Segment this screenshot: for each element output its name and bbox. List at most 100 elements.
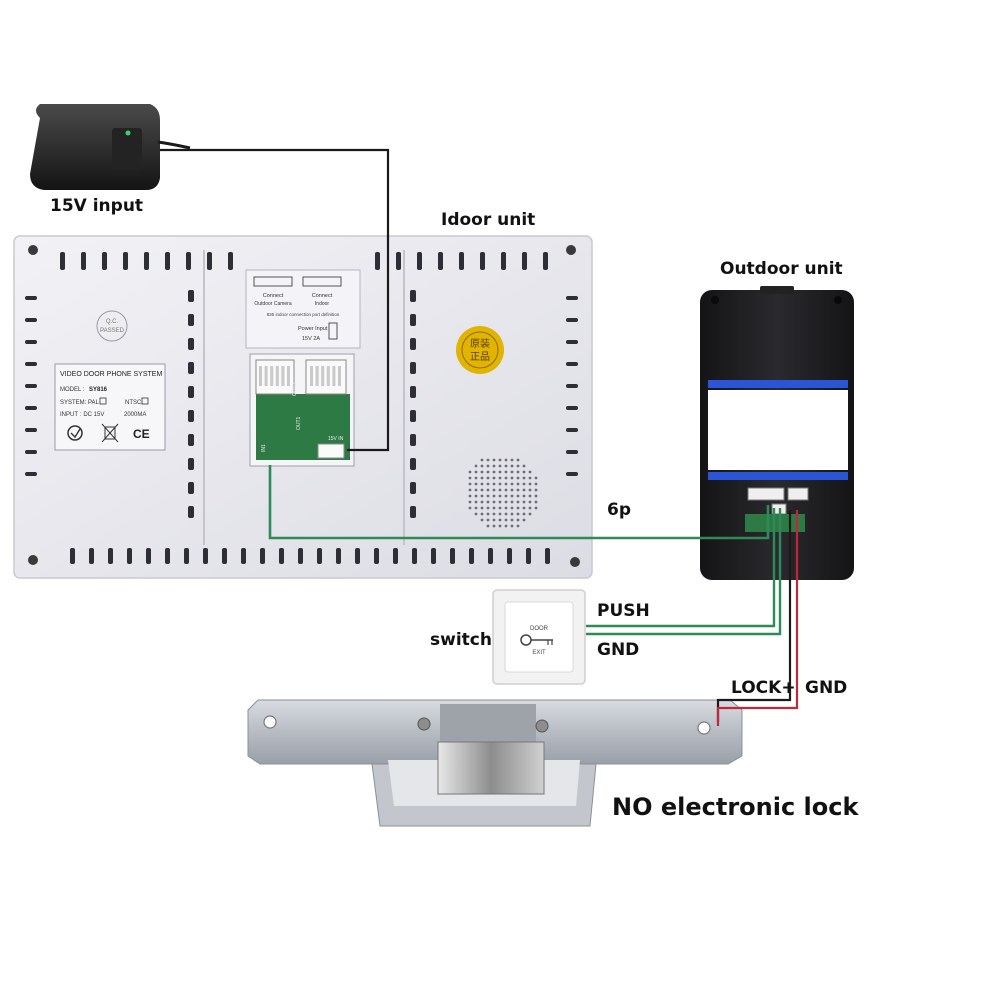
- speaker-hole: [474, 488, 478, 492]
- speaker-hole: [510, 488, 514, 492]
- speaker-hole: [516, 482, 520, 486]
- vent-slot: [410, 362, 416, 374]
- bus-wire-6p: [268, 465, 770, 540]
- seal-line2: 正品: [470, 351, 490, 363]
- speaker-hole: [522, 500, 526, 504]
- speaker-hole: [492, 500, 496, 504]
- speaker-hole: [510, 524, 514, 528]
- speaker-hole: [498, 506, 502, 510]
- speaker-hole: [498, 524, 502, 528]
- vent-slot: [25, 406, 37, 410]
- label-lock-title: NO electronic lock: [612, 793, 859, 821]
- speaker-hole: [468, 470, 472, 474]
- blue-band-bottom: [708, 472, 848, 480]
- adapter-led-icon: [125, 130, 131, 136]
- speaker-hole: [492, 476, 496, 480]
- vent-slot: [566, 428, 578, 432]
- speaker-hole: [492, 488, 496, 492]
- nameplate-input-value: : DC 15V: [80, 412, 104, 418]
- vent-slot: [207, 252, 212, 270]
- vent-slot: [165, 252, 170, 270]
- port-note: 835 indoor connection port definition: [267, 312, 340, 317]
- adapter-plug-face: [112, 128, 142, 170]
- speaker-hole: [504, 524, 508, 528]
- vent-slot: [188, 458, 194, 470]
- speaker-hole: [492, 518, 496, 522]
- speaker-hole: [486, 464, 490, 468]
- push-wire: [586, 508, 776, 628]
- port-indoor-label: Connect: [312, 293, 333, 299]
- vent-slot: [70, 548, 75, 564]
- speaker-hole: [516, 464, 520, 468]
- speaker-hole: [522, 488, 526, 492]
- vent-slot: [25, 384, 37, 388]
- speaker-hole: [504, 464, 508, 468]
- qc-stamp-line1: Q.C.: [106, 319, 119, 325]
- port-outdoor-label: Connect: [263, 293, 284, 299]
- speaker-hole: [504, 500, 508, 504]
- connector-pin: [338, 366, 341, 386]
- screw-icon: [566, 245, 576, 255]
- vent-slot: [317, 548, 322, 564]
- speaker-hole: [498, 458, 502, 462]
- speaker-hole: [498, 500, 502, 504]
- vent-slot: [566, 296, 578, 300]
- power-input-value: 15V 2A: [302, 336, 320, 342]
- power-input-title: Power Input: [298, 326, 328, 332]
- label-push: PUSH: [597, 601, 650, 621]
- speaker-grille: [468, 458, 538, 528]
- vent-slot: [279, 548, 284, 564]
- speaker-hole: [504, 488, 508, 492]
- speaker-hole: [504, 518, 508, 522]
- speaker-hole: [528, 506, 532, 510]
- speaker-hole: [486, 458, 490, 462]
- pcb-power-label: 15V IN: [328, 436, 344, 442]
- nameplate-system-label: SYSTEM: PAL: [60, 400, 100, 406]
- key-icon: [520, 634, 553, 646]
- vent-slot: [566, 406, 578, 410]
- switch-gnd-wire: [586, 508, 782, 636]
- speaker-hole: [522, 482, 526, 486]
- speaker-hole: [486, 524, 490, 528]
- vent-slot: [522, 252, 527, 270]
- nameplate-title: VIDEO DOOR PHONE SYSTEM: [60, 371, 162, 378]
- approval-mark-icon: [67, 425, 83, 441]
- vent-slot: [60, 252, 65, 270]
- speaker-hole: [522, 512, 526, 516]
- speaker-hole: [516, 512, 520, 516]
- speaker-hole: [492, 482, 496, 486]
- screw-icon: [834, 296, 842, 304]
- vent-slot: [81, 252, 86, 270]
- outdoor-connector-main: [747, 487, 785, 501]
- vent-slot: [501, 252, 506, 270]
- label-outdoor-unit: Outdoor unit: [720, 259, 843, 279]
- vent-slot: [566, 472, 578, 476]
- vent-slot: [25, 472, 37, 476]
- vent-slot: [108, 548, 113, 564]
- connector-pin: [321, 366, 325, 386]
- vent-slots: [25, 252, 578, 564]
- speaker-hole: [516, 500, 520, 504]
- outdoor-connector-aux: [787, 487, 809, 501]
- pcb-out-label2: OUT1: [296, 416, 302, 430]
- speaker-hole: [492, 524, 496, 528]
- vent-slot: [543, 252, 548, 270]
- speaker-hole: [486, 506, 490, 510]
- vent-slot: [188, 362, 194, 374]
- nameplate-model-label: MODEL :: [60, 387, 85, 393]
- speaker-hole: [474, 482, 478, 486]
- vent-slot: [566, 384, 578, 388]
- vent-slot: [188, 482, 194, 494]
- vent-slot: [566, 318, 578, 322]
- speaker-hole: [516, 458, 520, 462]
- vent-slot: [102, 252, 107, 270]
- vent-slot: [144, 252, 149, 270]
- vent-slot: [241, 548, 246, 564]
- screw-icon: [28, 245, 38, 255]
- vent-slot: [417, 252, 422, 270]
- speaker-hole: [534, 476, 538, 480]
- speaker-hole: [516, 506, 520, 510]
- mounting-hole-icon: [263, 715, 277, 729]
- connector-pin: [275, 366, 279, 386]
